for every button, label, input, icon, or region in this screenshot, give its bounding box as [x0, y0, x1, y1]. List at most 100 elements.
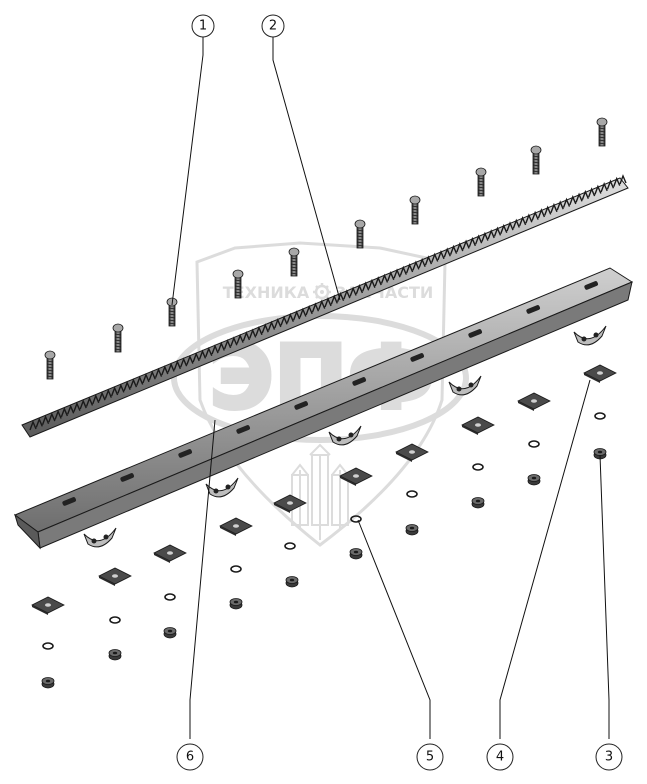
bolt-thread [114, 342, 122, 345]
serration-tooth [148, 370, 156, 381]
serration-tooth [525, 213, 533, 224]
bolt-thread [477, 192, 485, 195]
serration-tooth [142, 373, 150, 384]
callout-5[interactable]: 5 [416, 743, 444, 771]
bolt-thread [234, 294, 242, 297]
tab-body [205, 477, 239, 498]
bolt-thread [532, 167, 540, 170]
serration-tooth [305, 304, 313, 316]
bolt-thread [234, 282, 242, 285]
nut-hole [409, 526, 415, 530]
serration-tooth [405, 263, 414, 274]
washer [164, 593, 176, 601]
serration-tooth [587, 187, 596, 198]
serration-tooth [619, 174, 627, 185]
washer [42, 642, 54, 650]
washer-ring [594, 412, 606, 420]
serration-tooth [230, 336, 238, 347]
guard-tab [448, 375, 482, 396]
serration-tooth [550, 202, 558, 214]
serration-tooth [355, 284, 364, 295]
bolt-thread [46, 366, 54, 369]
serration-tooth [362, 281, 370, 292]
serration-tooth [431, 252, 439, 263]
serration-tooth [173, 359, 182, 371]
serration-tooth [286, 312, 294, 323]
square-plate [461, 416, 495, 435]
nut-hole [167, 629, 173, 633]
callout-3-label: 3 [605, 750, 613, 765]
bolt-thread [234, 291, 242, 294]
callout-3[interactable]: 3 [595, 743, 623, 771]
serration-tooth [198, 349, 207, 360]
callout-1[interactable]: 1 [191, 14, 215, 38]
bolt-thread [411, 214, 419, 217]
bolt-thread [477, 189, 485, 192]
bolt [232, 269, 244, 299]
plate-edge [274, 503, 290, 513]
serration-tooth [387, 270, 395, 282]
tab-hole [348, 432, 354, 438]
serration-tooth [449, 244, 458, 255]
bolt-thread [114, 348, 122, 351]
guard-slot [410, 353, 425, 362]
callout-5-label: 5 [426, 750, 434, 765]
square-plate [517, 392, 551, 411]
callout-6[interactable]: 6 [176, 743, 204, 771]
plate-hole [45, 603, 51, 607]
bolt [409, 195, 421, 225]
square-plate [583, 364, 617, 383]
washer-group [42, 412, 606, 650]
callout-2[interactable]: 2 [261, 14, 285, 38]
serration-tooth [299, 307, 307, 318]
callout-group: 1 2 3 4 5 6 [176, 14, 623, 771]
plate-edge [584, 373, 600, 383]
plate-edge [340, 476, 356, 486]
bolt-group [44, 117, 608, 380]
bolt-thread [411, 208, 419, 211]
callout-4[interactable]: 4 [486, 743, 514, 771]
square-plate [273, 494, 307, 513]
bolt-thread [114, 336, 122, 339]
serration-tooth [562, 197, 571, 208]
serration-tooth [330, 294, 338, 305]
serration-tooth [575, 192, 583, 203]
serration-tooth [336, 291, 345, 303]
watermark-wheat-icon [291, 443, 349, 540]
bolt-thread [598, 127, 606, 130]
leader-5 [357, 519, 431, 739]
serration-tooth [242, 331, 251, 342]
tab-hole [456, 386, 462, 392]
square-plate [339, 467, 373, 486]
washer [528, 440, 540, 448]
bolt-thread [532, 164, 540, 167]
tab-hole [581, 336, 587, 342]
leader-6 [189, 419, 216, 739]
bolt-thread [356, 244, 364, 247]
bolt-thread [290, 257, 298, 260]
guard-slot [178, 449, 193, 458]
serration-tooth [613, 176, 621, 187]
bolt-thread [477, 186, 485, 189]
bolt-thread [598, 139, 606, 142]
guard-slots [62, 281, 599, 506]
bolt [475, 167, 487, 197]
nut [527, 474, 541, 486]
nut-hole [531, 476, 537, 480]
bolt [596, 117, 608, 147]
serration-tooth [205, 346, 213, 357]
serration-tooth [456, 242, 464, 253]
leader-2 [272, 37, 341, 301]
guard-slot [236, 425, 251, 434]
washer-ring [42, 642, 54, 650]
tab-hole [225, 484, 231, 490]
nut [41, 677, 55, 689]
bolt-thread [234, 285, 242, 288]
serration-tooth [606, 179, 615, 190]
guard-slot [62, 497, 77, 506]
plate-hole [531, 399, 537, 403]
nut [285, 576, 299, 588]
bolt-thread [168, 313, 176, 316]
